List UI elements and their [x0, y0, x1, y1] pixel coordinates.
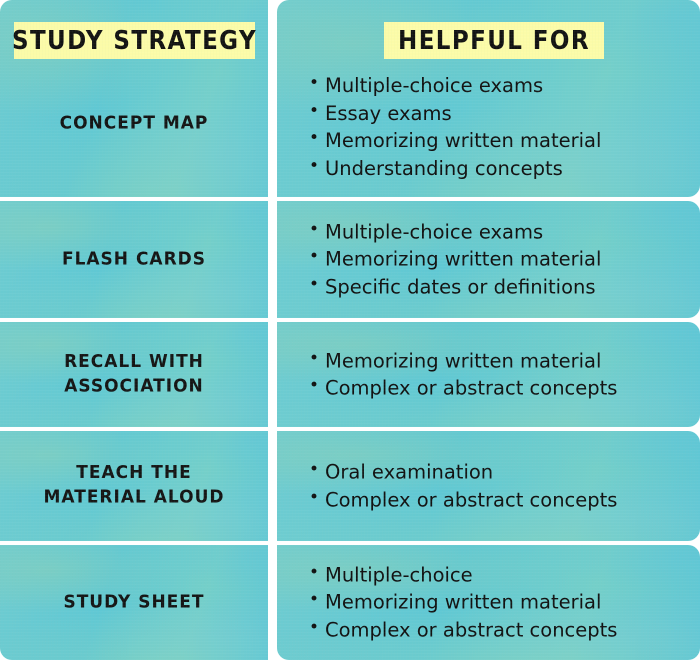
column-divider-row-3 — [268, 322, 277, 427]
table-cell-strategy-row-5: STUDY SHEET — [0, 545, 268, 660]
row-divider-1 — [0, 197, 268, 201]
strategy-name-row-4: TEACH THE MATERIAL ALOUD — [0, 461, 268, 511]
column-divider-row-1 — [268, 0, 277, 197]
list-item: Complex or abstract concepts — [309, 485, 690, 514]
list-item: Oral examination — [309, 457, 690, 486]
table-cell-strategy-row-3: RECALL WITH ASSOCIATION — [0, 322, 268, 427]
list-item: Memorizing written material — [309, 588, 690, 617]
strategy-name-row-2: FLASH CARDS — [61, 248, 207, 270]
table-cell-helpful-row-4: Oral examination Complex or abstract con… — [277, 431, 700, 541]
list-item: Memorizing written material — [309, 126, 690, 155]
strategy-name-row-3-line-2: ASSOCIATION — [64, 375, 204, 397]
list-item: Complex or abstract concepts — [309, 374, 690, 403]
helpful-list-row-4: Oral examination Complex or abstract con… — [309, 457, 690, 514]
list-item: Memorizing written material — [309, 346, 690, 375]
helpful-list-row-2: Multiple-choice exams Memorizing written… — [309, 217, 690, 301]
column-divider-row-5 — [268, 545, 277, 660]
list-item: Multiple-choice — [309, 560, 690, 589]
table-cell-strategy-row-4: TEACH THE MATERIAL ALOUD — [0, 431, 268, 541]
table-cell-strategy-row-2: FLASH CARDS — [0, 201, 268, 318]
row-divider-2-right — [277, 318, 700, 322]
row-divider-1-right — [277, 197, 700, 201]
row-divider-4-gap — [268, 541, 277, 545]
column-header-helpful-badge: HELPFUL FOR — [384, 22, 604, 59]
helpful-list-row-3: Memorizing written material Complex or a… — [309, 346, 690, 403]
strategy-name-row-3-line-1: RECALL WITH — [64, 350, 204, 372]
helpful-list-row-1: Multiple-choice exams Essay exams Memori… — [309, 71, 690, 183]
table-cell-helpful-row-1: HELPFUL FOR Multiple-choice exams Essay … — [277, 0, 700, 197]
row-divider-4 — [0, 541, 268, 545]
list-item: Memorizing written material — [309, 245, 690, 274]
bottom-margin-right — [277, 660, 700, 664]
column-divider-row-4 — [268, 431, 277, 541]
list-item: Essay exams — [309, 99, 690, 128]
row-divider-1-gap — [268, 197, 277, 201]
row-divider-3-gap — [268, 427, 277, 431]
bottom-margin-left — [0, 660, 268, 664]
list-item: Multiple-choice exams — [309, 217, 690, 246]
table-cell-helpful-row-5: Multiple-choice Memorizing written mater… — [277, 545, 700, 660]
list-item: Specific dates or definitions — [309, 272, 690, 301]
row-divider-2 — [0, 318, 268, 322]
column-divider-row-2 — [268, 201, 277, 318]
helpful-list-row-5: Multiple-choice Memorizing written mater… — [309, 560, 690, 644]
list-item: Understanding concepts — [309, 154, 690, 183]
column-header-helpful-label: HELPFUL FOR — [398, 25, 590, 56]
row-divider-4-right — [277, 541, 700, 545]
row-divider-3-right — [277, 427, 700, 431]
strategy-name-row-1: CONCEPT MAP — [59, 112, 209, 134]
table-cell-helpful-row-2: Multiple-choice exams Memorizing written… — [277, 201, 700, 318]
bottom-margin-gap — [268, 660, 277, 664]
row-divider-3 — [0, 427, 268, 431]
strategy-name-row-3: RECALL WITH ASSOCIATION — [0, 350, 268, 400]
table-cell-strategy-row-1: STUDY STRATEGY CONCEPT MAP — [0, 0, 268, 197]
column-header-strategy-label: STUDY STRATEGY — [11, 25, 258, 56]
strategy-name-row-4-line-2: MATERIAL ALOUD — [43, 487, 225, 509]
list-item: Multiple-choice exams — [309, 71, 690, 100]
list-item: Complex or abstract concepts — [309, 615, 690, 644]
strategy-name-row-5: STUDY SHEET — [63, 591, 205, 613]
column-header-strategy-badge: STUDY STRATEGY — [11, 22, 258, 59]
strategy-name-row-4-line-1: TEACH THE — [76, 462, 192, 484]
table-cell-helpful-row-3: Memorizing written material Complex or a… — [277, 322, 700, 427]
row-divider-2-gap — [268, 318, 277, 322]
